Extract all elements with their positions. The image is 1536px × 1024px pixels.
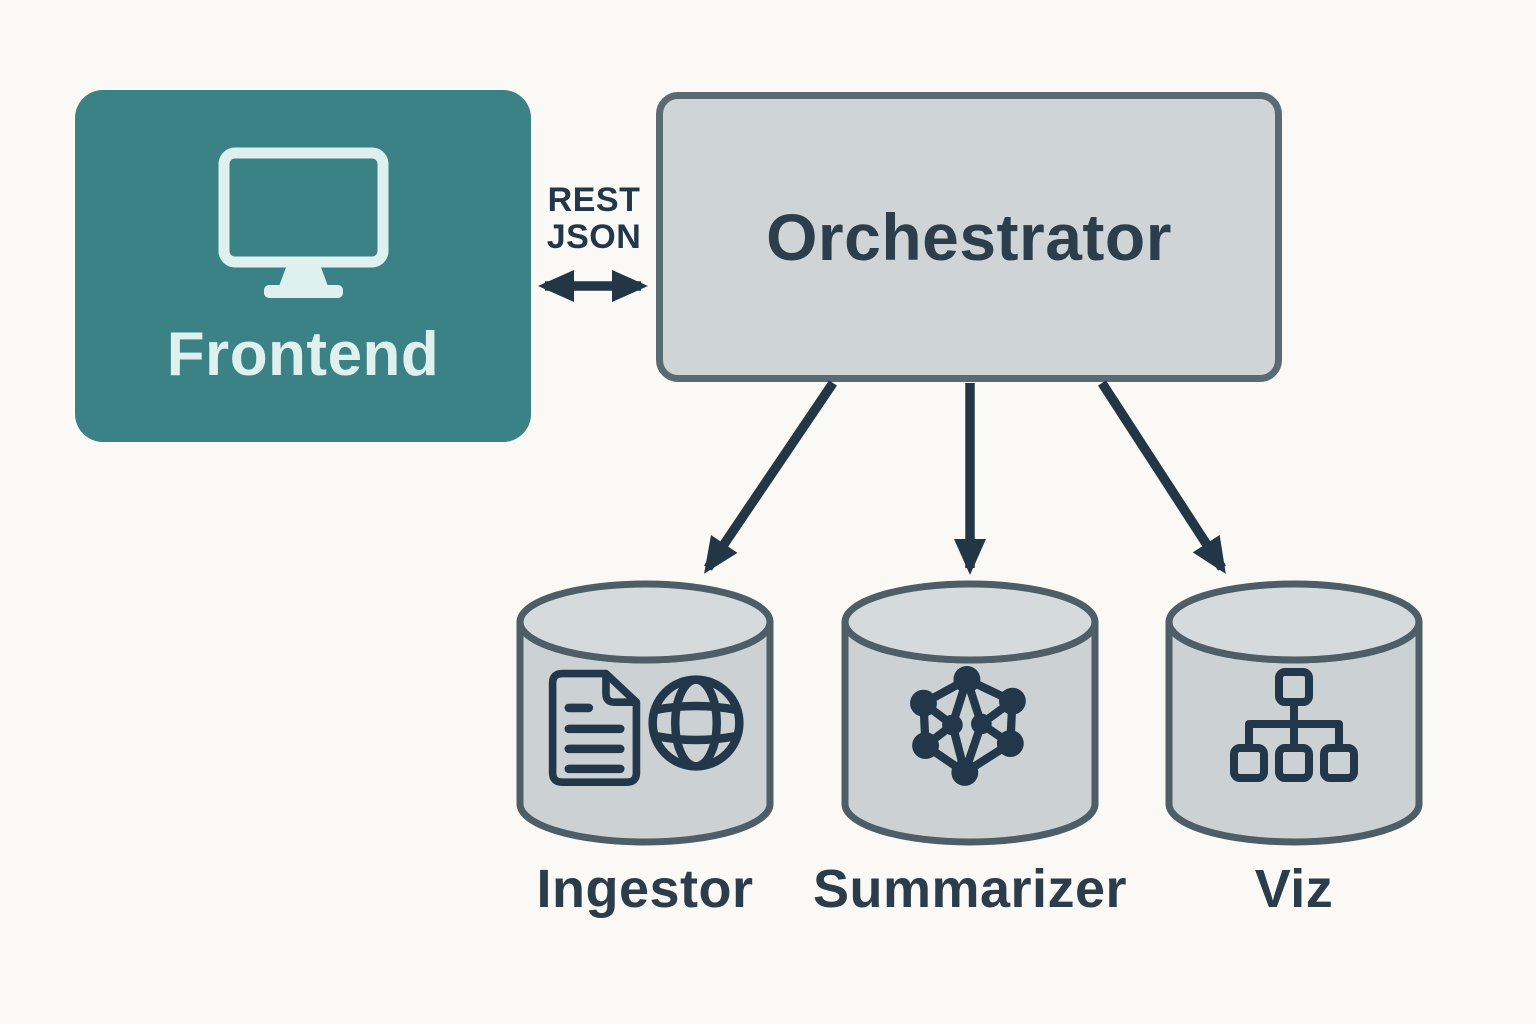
service-label-ingestor: Ingestor — [536, 859, 754, 919]
service-node-summarizer: Summarizer — [813, 578, 1127, 916]
frontend-node: Frontend — [75, 90, 531, 442]
document-icon — [548, 669, 641, 786]
hierarchy-tree-icon — [1230, 668, 1358, 782]
connection-protocol-label: REST JSON — [538, 182, 650, 256]
network-graph-icon — [910, 666, 1026, 786]
viz-icon-group — [1229, 666, 1359, 786]
service-label-viz: Viz — [1254, 859, 1334, 919]
service-node-ingestor: Ingestor — [513, 578, 777, 916]
service-label-summarizer: Summarizer — [812, 859, 1128, 919]
orchestrator-ingestor-arrow — [704, 380, 837, 574]
frontend-label: Frontend — [166, 320, 440, 389]
ingestor-icon-group — [545, 666, 745, 786]
protocol-line-json: JSON — [546, 218, 642, 256]
orchestrator-node: Orchestrator — [656, 92, 1282, 382]
orchestrator-viz-arrow — [1098, 380, 1226, 574]
database-cylinder-icon — [841, 580, 1099, 846]
protocol-line-rest: REST — [547, 181, 641, 219]
service-node-viz: Viz — [1162, 578, 1426, 916]
globe-icon — [648, 675, 744, 771]
orchestrator-label: Orchestrator — [766, 200, 1172, 274]
monitor-icon — [218, 147, 388, 298]
summarizer-icon-group — [907, 666, 1033, 788]
